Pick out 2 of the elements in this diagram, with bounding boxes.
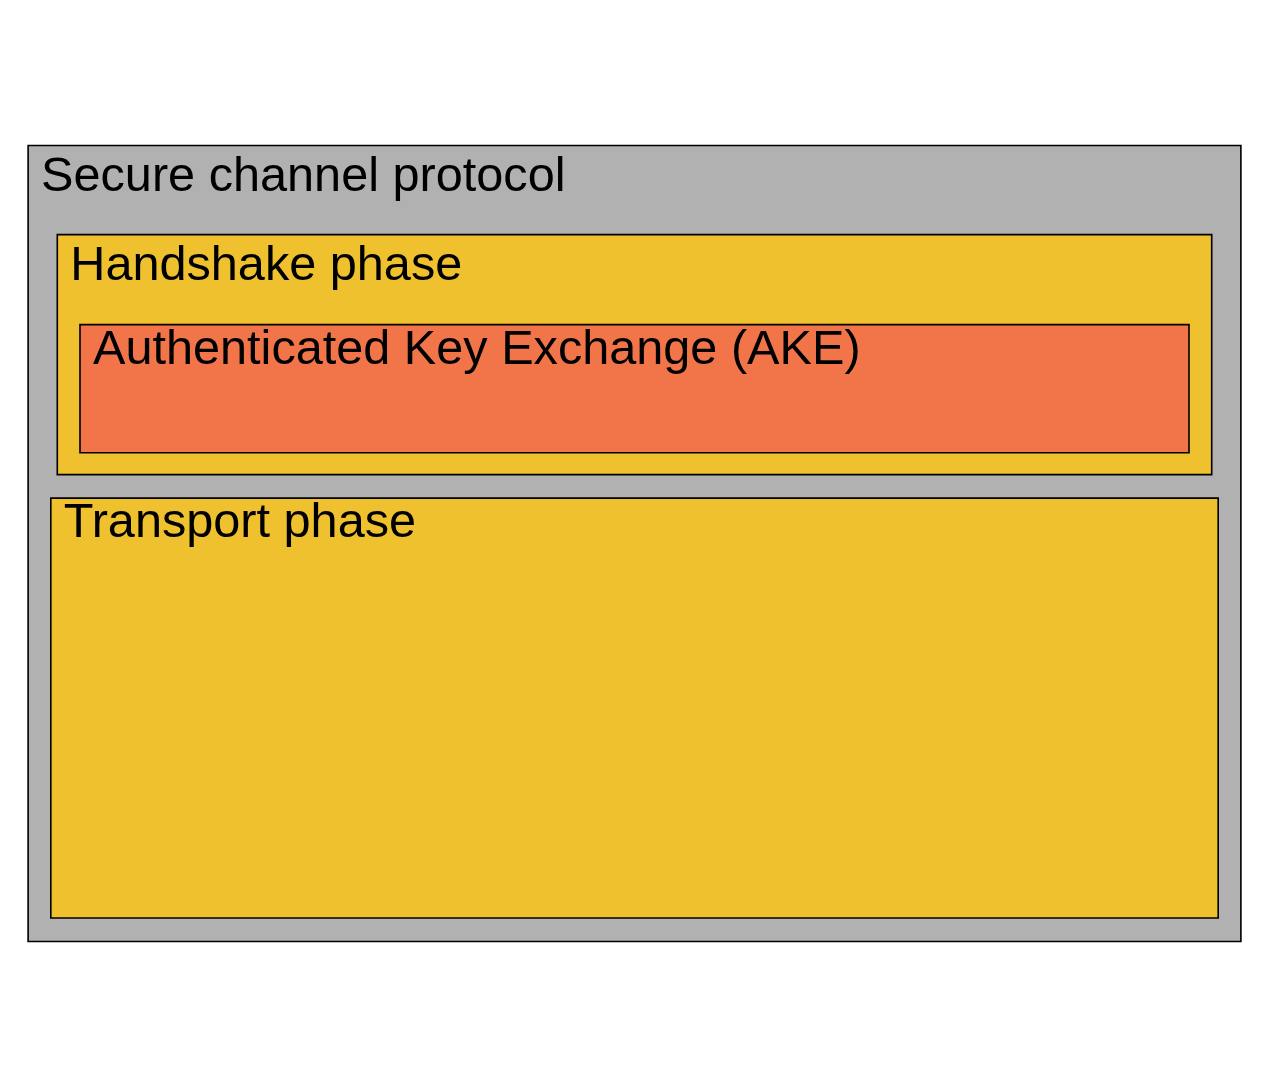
node-box: Authenticated Key Exchange (AKE) [79,323,1190,453]
node-box: Transport phase [50,496,1219,919]
